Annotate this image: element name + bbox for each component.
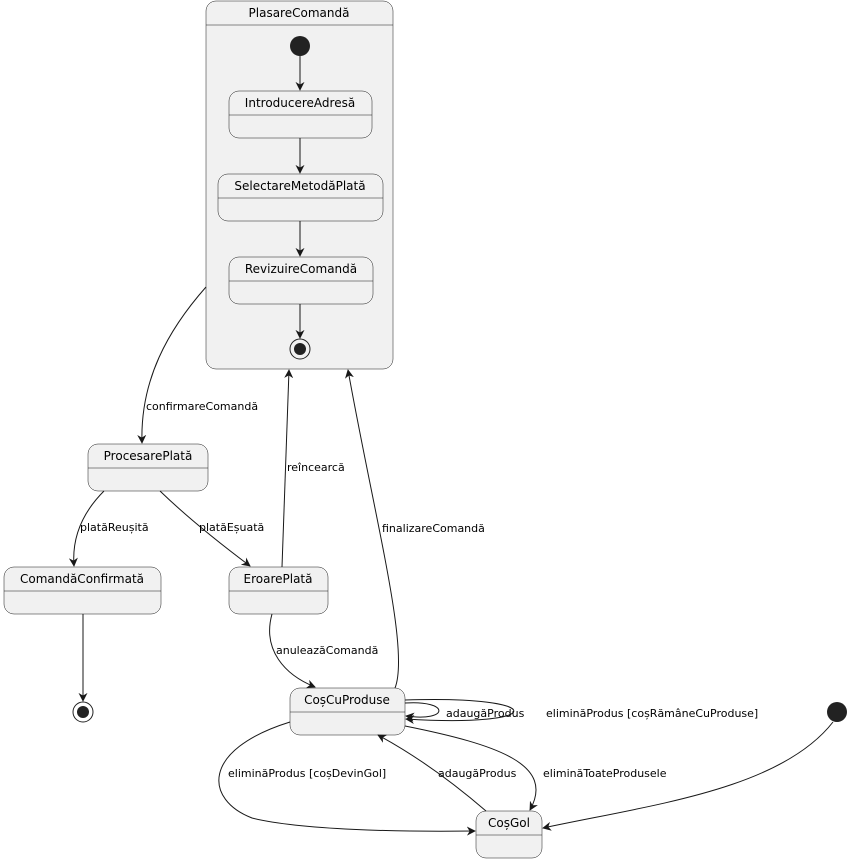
state-cos-cu-produse: CoșCuProduse (289, 687, 406, 736)
label-elimina-produs-devin-gol: eliminăProdus [coșDevinGol] (228, 767, 386, 780)
edge-labels: confirmareComandă platăReușită platăEșua… (80, 400, 758, 780)
edge-elimina-toate-produsele (404, 725, 538, 811)
edge-confirmare-comanda (137, 286, 207, 444)
final-node-inner (289, 338, 311, 360)
label-adauga-produs-from-gol: adaugăProdus (438, 767, 517, 780)
state-revizuire-comanda: RevizuireComandă (228, 256, 374, 305)
state-procesare-plata: ProcesarePlată (87, 443, 209, 492)
state-title-cos-cu-produse: CoșCuProduse (304, 693, 390, 707)
edge-plata-reusita (68, 490, 105, 567)
state-title-cos-gol: CoșGol (488, 816, 530, 830)
edge-adauga-produs-from-gol (377, 734, 487, 812)
edge-self-adauga-produs (404, 702, 440, 722)
state-title-introducere-adresa: IntroducereAdresă (245, 96, 355, 110)
edge-plata-esuata (159, 490, 251, 567)
state-eroare-plata: EroarePlată (228, 566, 329, 615)
label-elimina-produs-ramane: eliminăProdus [coșRămâneCuProduse] (546, 707, 758, 720)
state-title-comanda-confirmata: ComandăConfirmată (20, 572, 144, 586)
edge-reincearca (281, 369, 294, 568)
initial-node-inner (290, 36, 310, 56)
state-title-selectare-metoda-plata: SelectareMetodăPlată (234, 179, 365, 193)
edge-self-elimina-produs (404, 699, 515, 724)
initial-node-outer (827, 702, 847, 722)
state-selectare-metoda-plata: SelectareMetodăPlată (217, 173, 384, 222)
edge-elimina-produs-devin-gol (218, 721, 476, 836)
label-reincearca: reîncearcă (287, 461, 345, 474)
label-confirmare-comanda: confirmareComandă (146, 400, 258, 413)
edge-anuleaza-comanda (269, 613, 316, 689)
edge-initial-to-cos-gol (542, 721, 834, 831)
label-plata-esuata: platăEșuată (199, 521, 264, 534)
state-introducere-adresa: IntroducereAdresă (228, 90, 373, 139)
state-title-eroare-plata: EroarePlată (244, 572, 313, 586)
state-title-revizuire-comanda: RevizuireComandă (245, 262, 357, 276)
label-finalizare-comanda: finalizareComandă (382, 522, 485, 535)
state-title-plasare-comanda: PlasareComandă (249, 6, 350, 20)
state-cos-gol: CoșGol (475, 810, 543, 859)
label-elimina-toate-produsele: eliminăToateProdusele (543, 767, 667, 780)
edges (68, 56, 834, 836)
final-node-outer (72, 701, 94, 723)
state-title-procesare-plata: ProcesarePlată (104, 449, 193, 463)
label-plata-reusita: platăReușită (80, 521, 149, 534)
state-comanda-confirmata: ComandăConfirmată (3, 566, 162, 615)
label-anuleaza-comanda: anuleazăComandă (276, 644, 378, 657)
edge-finalizare-comanda (345, 369, 400, 689)
label-adauga-produs-self: adaugăProdus (446, 707, 525, 720)
